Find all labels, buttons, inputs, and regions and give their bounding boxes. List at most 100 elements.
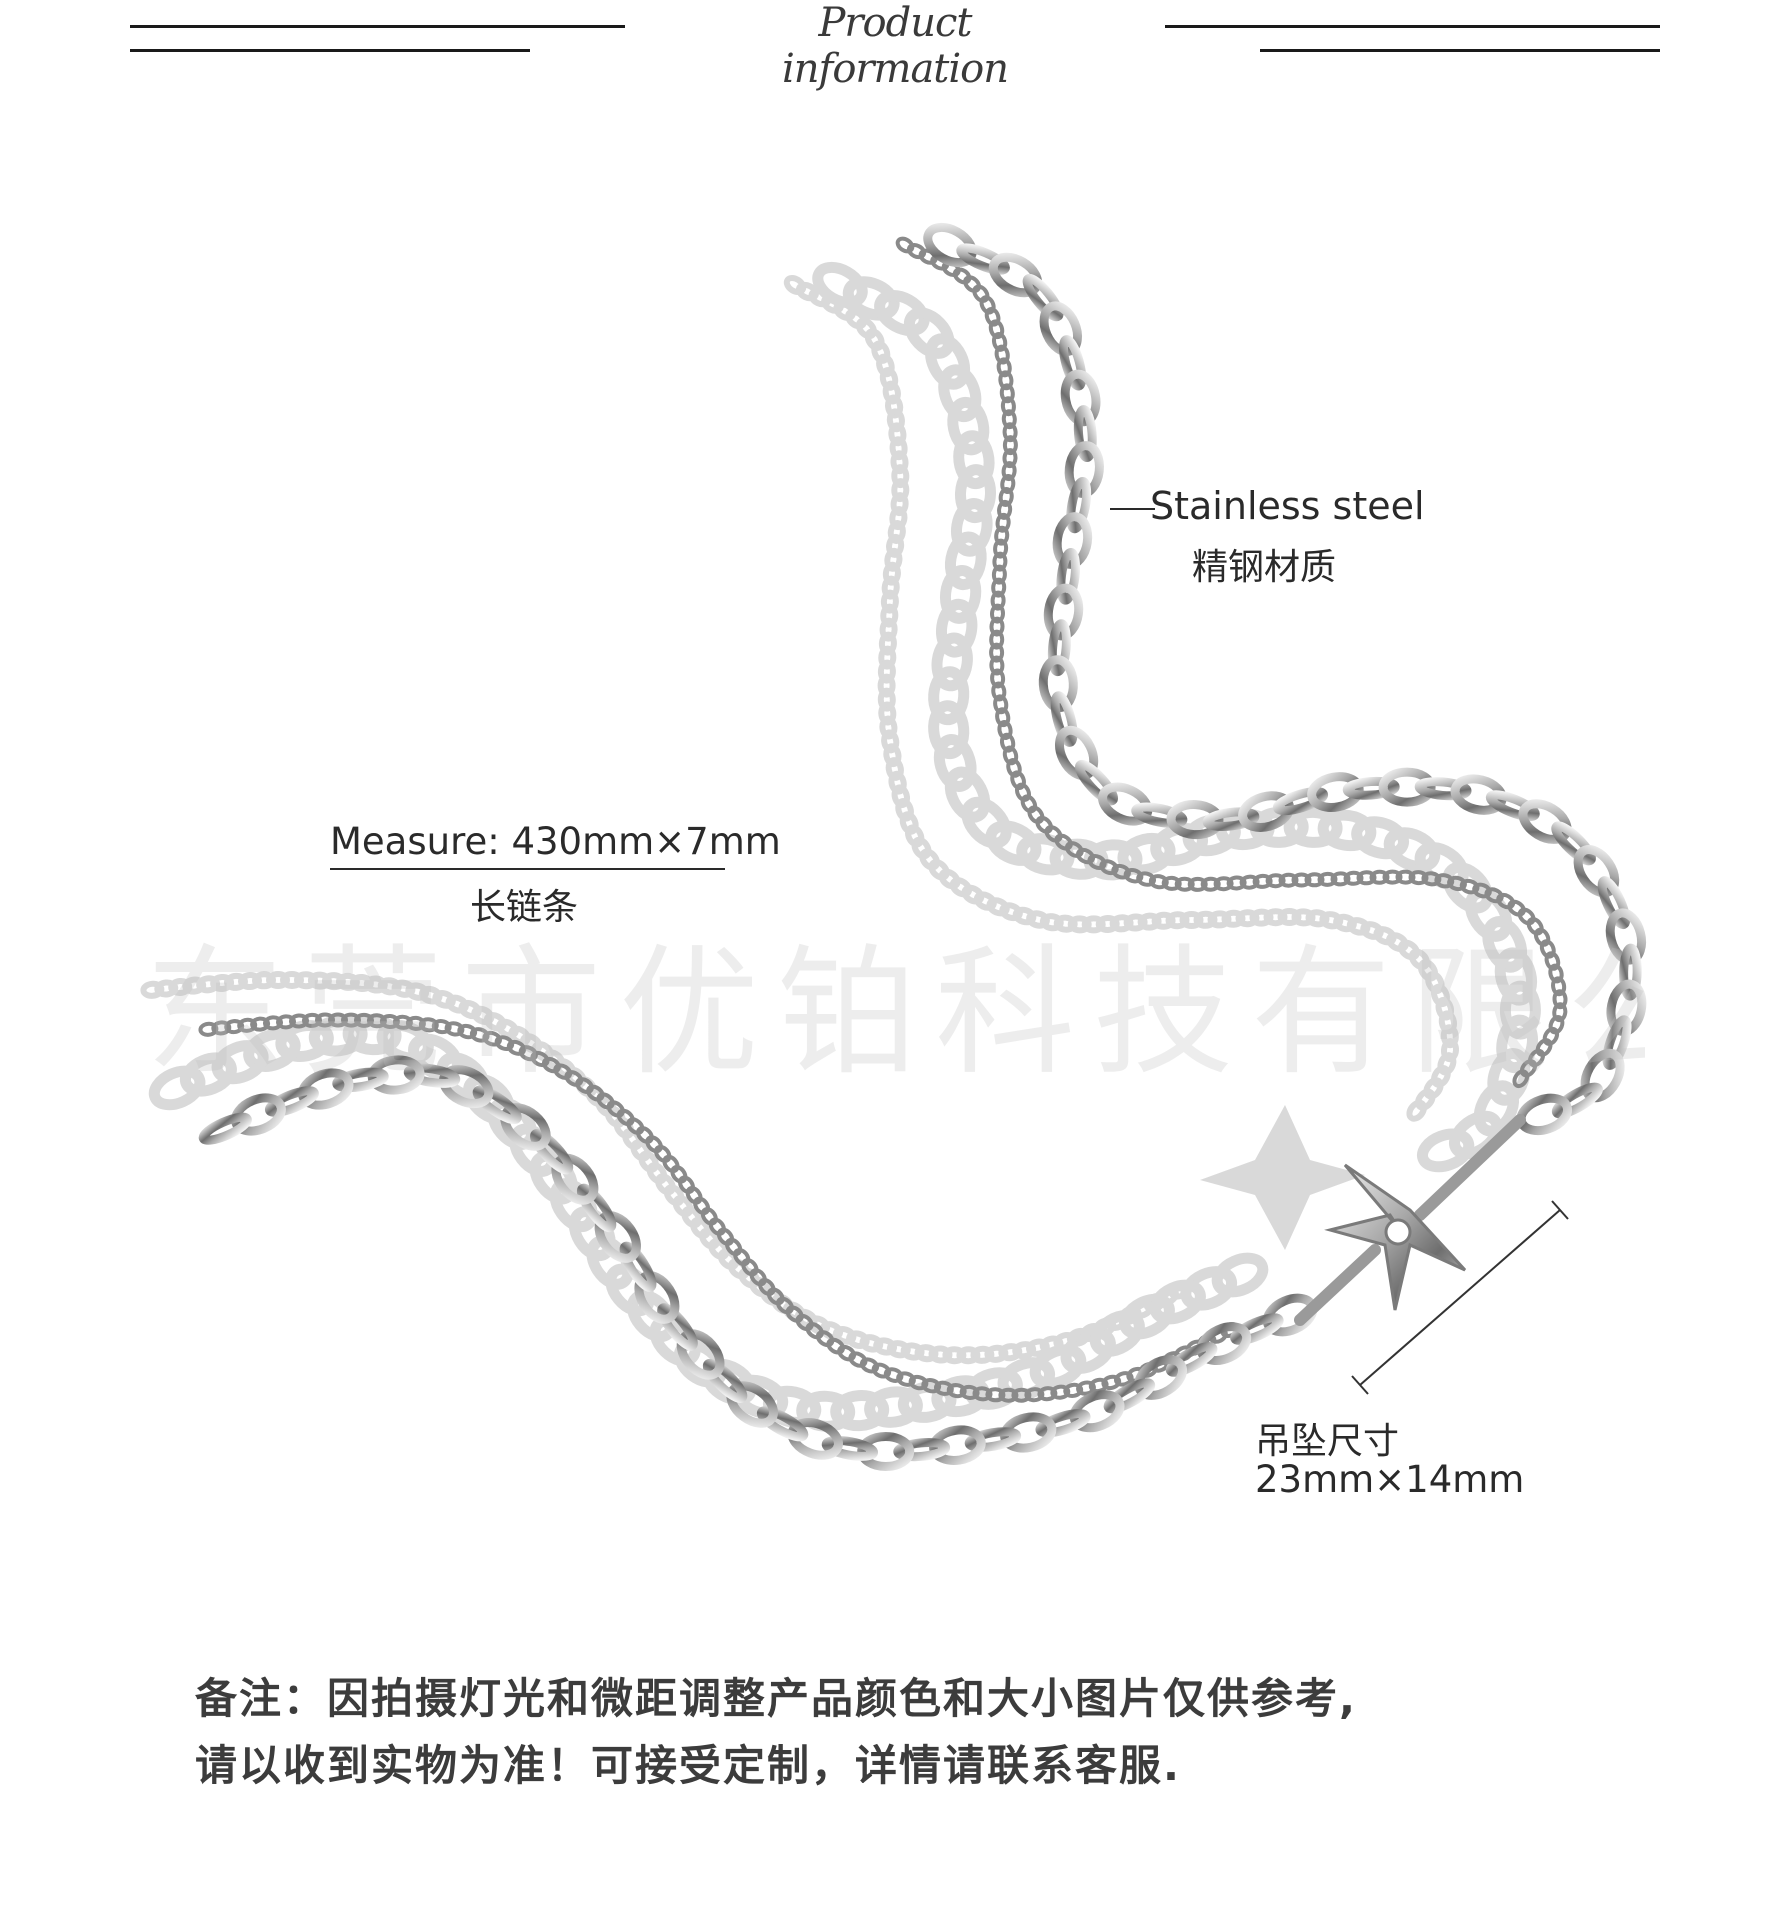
shadow-link (1425, 970, 1445, 995)
curb-link (1035, 815, 1053, 834)
shadow-link (997, 1357, 1056, 1401)
shadow-link (1473, 1080, 1520, 1137)
shadow-link (873, 1337, 897, 1356)
shadow-link (1123, 913, 1148, 932)
shadow-link (833, 300, 856, 321)
cable-link (857, 1431, 915, 1472)
cable-link (1050, 691, 1078, 747)
curb-link (988, 319, 1005, 340)
cable-link (403, 1063, 461, 1088)
curb-link (444, 1021, 465, 1037)
curb-link (1006, 758, 1022, 778)
shadow-link (1440, 1024, 1459, 1049)
curb-link (636, 1126, 654, 1144)
curb-link (725, 1237, 743, 1257)
shadow-link (1080, 1323, 1104, 1342)
shadow-link (483, 1012, 507, 1032)
curb-link (946, 1383, 967, 1399)
cable-link (1378, 767, 1436, 807)
cable-link (1272, 787, 1329, 816)
curb-link (1252, 873, 1273, 889)
measure-underline (330, 868, 725, 870)
curb-link (1148, 874, 1169, 890)
shadow-link (1105, 1311, 1129, 1331)
curb-link (1539, 939, 1556, 959)
shadow-link (1351, 816, 1409, 860)
shadow-link (405, 982, 430, 1001)
shadow-link (1437, 1052, 1457, 1076)
shadow-link (984, 1344, 1009, 1363)
shadow-link (238, 971, 262, 991)
curb-link (1123, 867, 1144, 884)
shadow-link (998, 1343, 1023, 1362)
curb-link (733, 1247, 751, 1267)
curb-link (990, 668, 1006, 689)
shadow-link (795, 281, 819, 302)
curb-link (959, 1384, 980, 1400)
curb-link (994, 344, 1010, 365)
shadow-link (363, 975, 388, 994)
curb-link (1213, 876, 1234, 892)
header-rule-right-top (1165, 25, 1660, 28)
shadow-link (1360, 921, 1384, 940)
curb-link (1010, 770, 1026, 790)
shadow-link (182, 976, 207, 995)
shadow-link (881, 729, 900, 754)
curb-link (418, 1017, 439, 1033)
shadow-link (999, 902, 1023, 922)
curb-link (645, 1135, 663, 1154)
curb-link (575, 1077, 594, 1095)
shadow-link (1066, 1327, 1091, 1347)
curb-link (1330, 871, 1351, 887)
shadow-link (349, 973, 374, 993)
shadow-link (1053, 1332, 1078, 1351)
curb-link (1512, 1069, 1530, 1089)
shadow-link (888, 770, 907, 795)
curb-link (749, 1268, 767, 1287)
curb-link (998, 370, 1014, 391)
curb-link (1382, 869, 1403, 885)
shadow-link (944, 766, 991, 823)
curb-link (1027, 805, 1045, 825)
shadow-link (307, 971, 332, 990)
cable-link (551, 1153, 599, 1205)
shadow-link (294, 971, 318, 990)
shadow-link (938, 868, 961, 890)
curb-chain (198, 236, 1568, 1403)
curb-link (1111, 863, 1131, 880)
shadow-link (418, 985, 443, 1005)
curb-link (530, 1050, 550, 1068)
shadow-link (154, 979, 179, 998)
shadow-link (938, 364, 982, 423)
shadow-link (889, 436, 908, 461)
cable-link (619, 1241, 657, 1292)
shadow-link (973, 891, 997, 911)
necklace-shadow (140, 261, 1541, 1432)
shadow-link (911, 836, 932, 860)
shadow-link (845, 308, 868, 330)
curb-link (1063, 1382, 1084, 1398)
curb-link (933, 1380, 954, 1396)
cable-link (297, 1068, 354, 1110)
shadow-link (471, 1005, 495, 1026)
curb-link (1356, 870, 1377, 886)
curb-link (685, 1186, 703, 1205)
cable-link (472, 1085, 522, 1125)
material-label-en: Stainless steel (1150, 484, 1425, 528)
cable-link (1450, 774, 1507, 815)
shadow-link (681, 1206, 703, 1229)
shadow-link (882, 561, 901, 586)
cable-link (676, 1329, 725, 1380)
shadow-link (859, 1334, 884, 1353)
curb-link (1226, 875, 1247, 891)
curb-link (596, 1092, 615, 1110)
shadow-link (986, 897, 1010, 917)
cable-link (500, 1103, 551, 1151)
curb-link (1015, 782, 1031, 802)
curb-link (991, 564, 1007, 585)
curb-link (993, 694, 1009, 715)
cable-link (1000, 1412, 1057, 1453)
shadow-link (1496, 1014, 1538, 1074)
shadow-link (1482, 916, 1528, 973)
shadow-link (210, 973, 235, 993)
